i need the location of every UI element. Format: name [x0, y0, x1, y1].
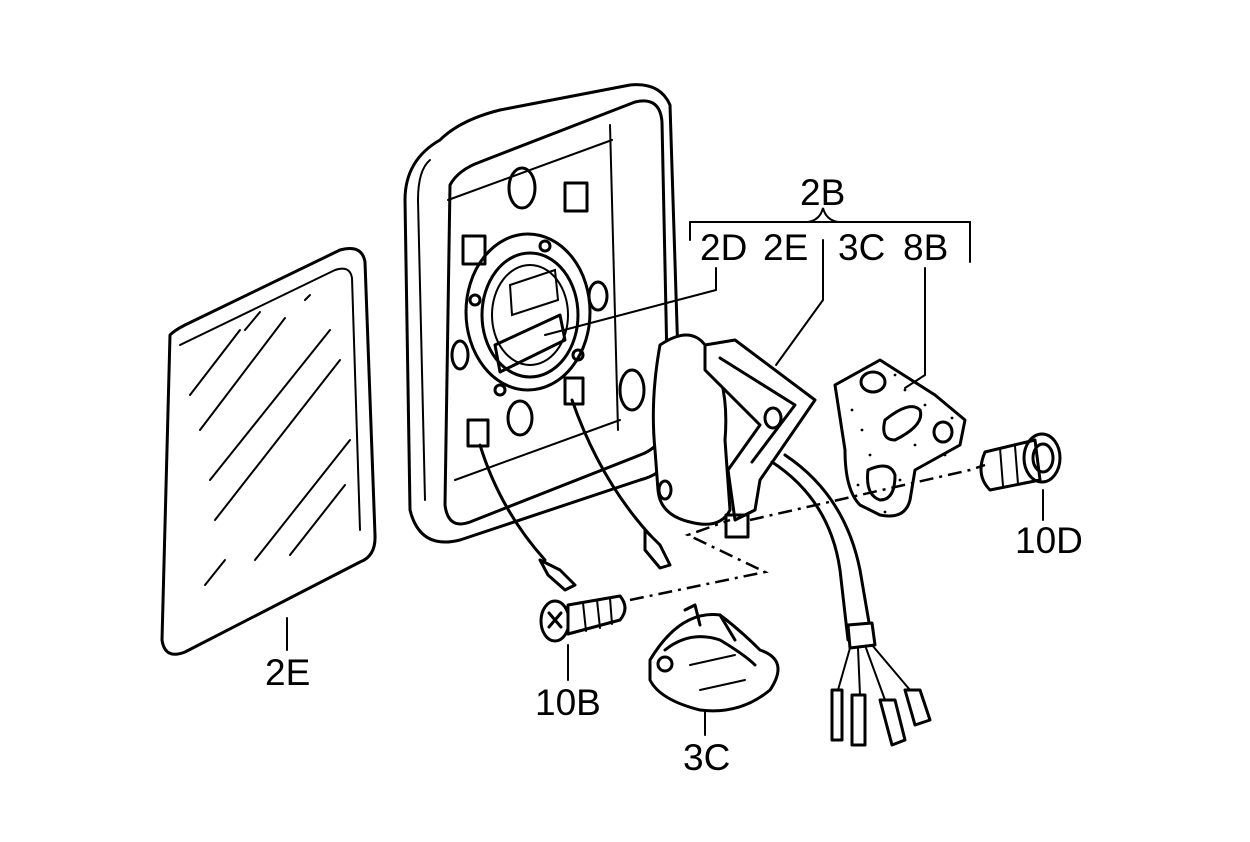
label-3c-cap: 3C: [683, 737, 730, 778]
cover-cap: [648, 603, 780, 713]
mirror-base: [651, 333, 817, 539]
screw: [539, 594, 627, 643]
label-3c-group: 3C: [838, 227, 885, 268]
mirror-housing: [403, 83, 682, 592]
label-10b: 10B: [535, 682, 601, 723]
label-2b: 2B: [800, 172, 845, 213]
plug: [979, 432, 1062, 492]
label-10d: 10D: [1015, 520, 1083, 561]
label-8b: 8B: [903, 227, 948, 268]
label-2d: 2D: [700, 227, 747, 268]
label-2e-glass: 2E: [265, 652, 310, 693]
label-2e-group: 2E: [763, 227, 808, 268]
group-bracket-2b: [689, 207, 971, 263]
leader-lines: [286, 239, 1044, 736]
mirror-glass: [160, 247, 377, 656]
assembly-lines: [629, 463, 986, 602]
bracket: [833, 358, 967, 518]
wiring-harness: [770, 453, 932, 747]
